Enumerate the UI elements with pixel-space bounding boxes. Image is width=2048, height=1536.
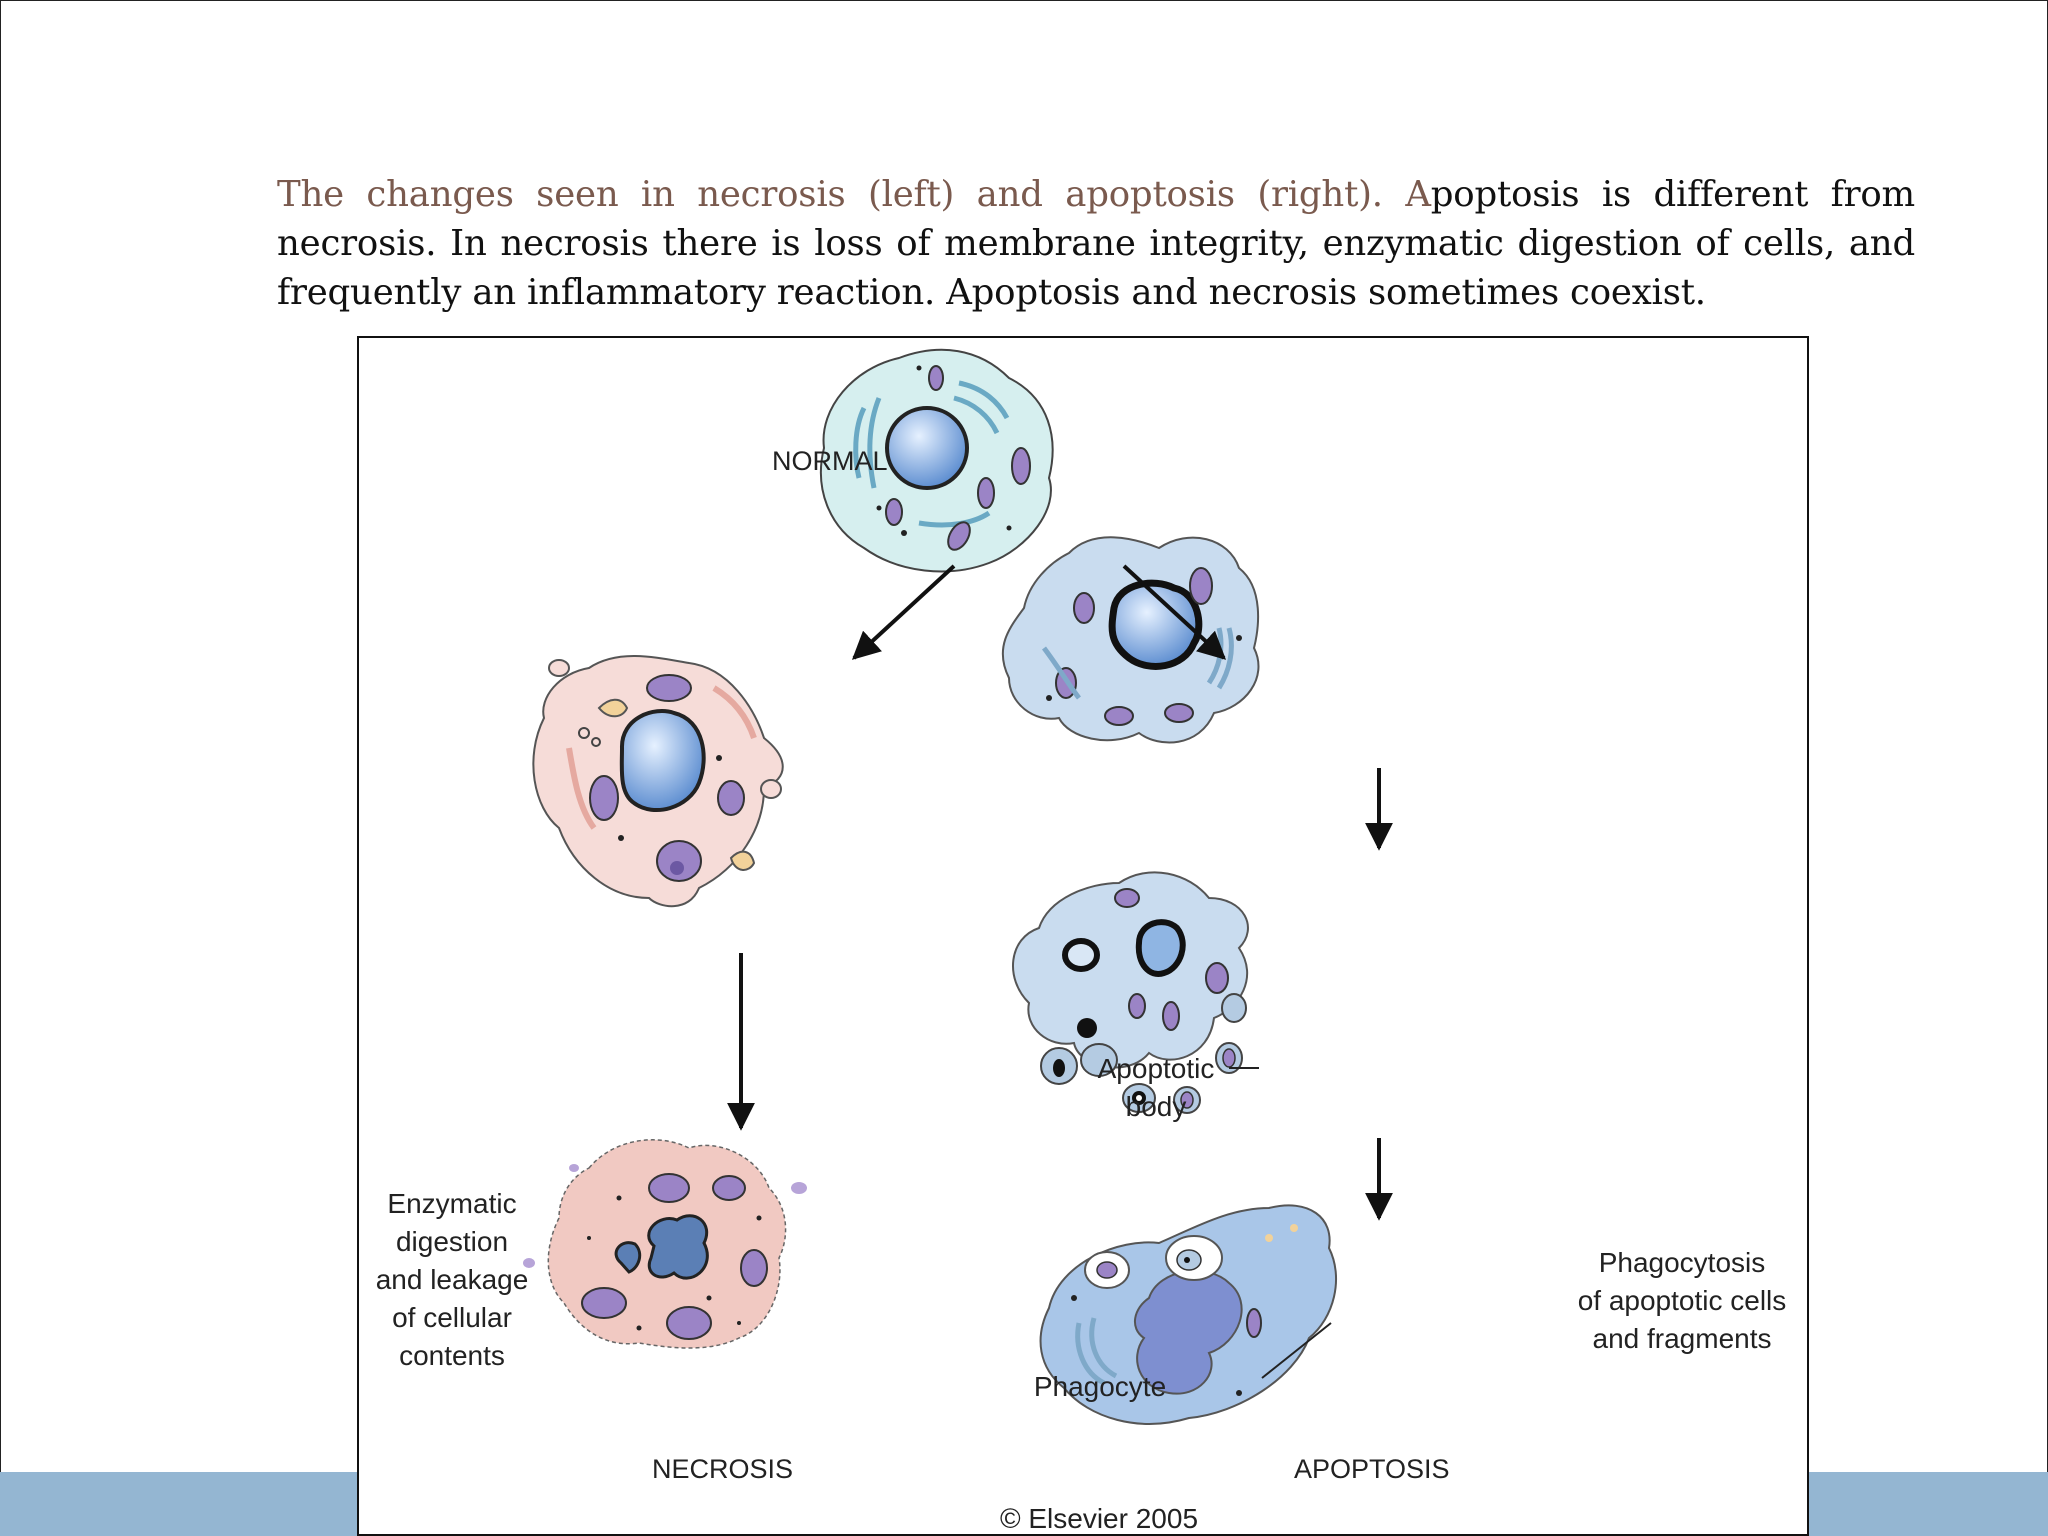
label-apoptotic-body-line-1: Apoptotic xyxy=(1098,1053,1215,1084)
slide-caption: The changes seen in necrosis (left) and … xyxy=(277,170,1915,317)
cell-death-figure: NORMAL NECROSIS APOPTOSIS Enzymatic dige… xyxy=(357,336,1809,1536)
caption-lead: The changes seen in necrosis (left) and … xyxy=(277,174,1431,215)
label-phagocytosis-line-3: and fragments xyxy=(1593,1323,1772,1354)
label-normal: NORMAL xyxy=(772,446,888,476)
label-enzymatic-line-4: of cellular xyxy=(392,1302,512,1333)
phagocyte-leader xyxy=(1261,1322,1332,1379)
condensed-apoptotic-cell xyxy=(1001,536,1260,744)
caption-body: poptosis is different from necrosis. In … xyxy=(277,174,1915,313)
label-phagocytosis: Phagocytosis of apoptotic cells and frag… xyxy=(1578,1247,1787,1354)
fragmented-apoptotic-cell xyxy=(1012,871,1249,1114)
label-enzymatic-line-5: contents xyxy=(399,1340,505,1371)
label-enzymatic-line-1: Enzymatic xyxy=(387,1188,516,1219)
label-enzymatic-line-2: digestion xyxy=(396,1226,508,1257)
arrow-normal-to-necrotic xyxy=(851,564,956,660)
label-enzymatic-line-3: and leakage xyxy=(376,1264,529,1295)
label-apoptosis: APOPTOSIS xyxy=(1294,1454,1450,1484)
arrow-normal-to-apoptotic xyxy=(1122,564,1227,660)
swollen-necrotic-cell xyxy=(532,655,784,908)
label-necrosis: NECROSIS xyxy=(652,1454,793,1484)
necrosis-cell xyxy=(523,1139,807,1349)
label-phagocytosis-line-2: of apoptotic cells xyxy=(1578,1285,1787,1316)
label-phagocytosis-line-1: Phagocytosis xyxy=(1599,1247,1766,1278)
label-enzymatic-digestion: Enzymatic digestion and leakage of cellu… xyxy=(376,1188,529,1371)
copyright-notice: © Elsevier 2005 xyxy=(1000,1503,1198,1534)
phagocyte-cell xyxy=(1039,1204,1337,1425)
normal-cell xyxy=(820,348,1054,573)
label-apoptotic-body: Apoptotic body xyxy=(1098,1053,1215,1122)
cell-death-diagram: NORMAL NECROSIS APOPTOSIS Enzymatic dige… xyxy=(376,348,1787,1534)
label-phagocyte: Phagocyte xyxy=(1034,1371,1166,1402)
label-apoptotic-body-line-2: body xyxy=(1126,1091,1187,1122)
